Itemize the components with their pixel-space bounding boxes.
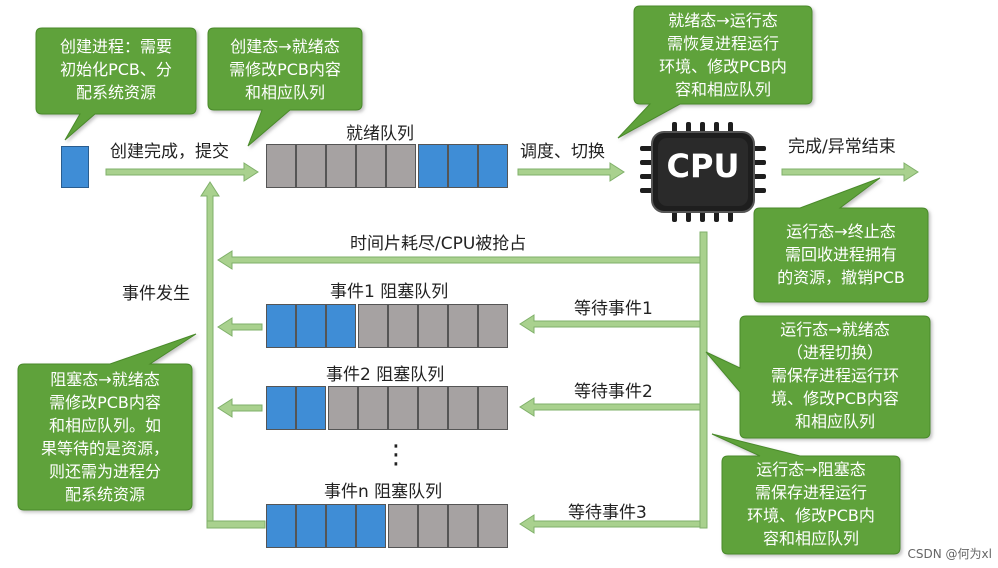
label-ready-queue: 就绪队列 — [346, 124, 414, 144]
queue-cell — [478, 144, 508, 188]
queue-cell — [296, 144, 326, 188]
cpu-label: CPU — [666, 147, 740, 185]
queue-cell — [448, 304, 478, 348]
label-wait3: 等待事件3 — [568, 503, 647, 523]
arrow-queue1-left — [217, 317, 263, 337]
callout-blocked-ready-bubble — [17, 333, 197, 511]
queue-cell — [418, 386, 448, 430]
queue-cell — [296, 504, 326, 548]
label-queuen: 事件n 阻塞队列 — [324, 482, 443, 502]
queue-cell — [388, 304, 418, 348]
blocked-queue-1 — [266, 304, 510, 348]
arrow-cpu-down-line — [699, 231, 708, 529]
arrow-wait2 — [519, 397, 701, 417]
cpu-chip-icon — [640, 122, 766, 222]
new-process-block — [61, 146, 89, 188]
queue-cell — [388, 386, 418, 430]
callout-create-ready-bubble — [207, 27, 363, 147]
arrow-preempt — [217, 250, 701, 270]
arrow-create-submit — [105, 162, 259, 182]
callout-running-ready-bubble — [705, 315, 931, 439]
queue-cell — [328, 386, 358, 430]
label-event-occurs: 事件发生 — [122, 284, 190, 304]
label-wait1: 等待事件1 — [574, 299, 653, 319]
callout-blocked-ready-text: 阻塞态→就绪态需修改PCB内容和相应队列。如果等待的是资源，则还需为进程分配系统… — [40, 370, 169, 504]
arrow-dispatch — [517, 162, 625, 182]
callout-running-ready-text: 运行态→就绪态（进程切换）需保存进程运行环境、修改PCB内容和相应队列 — [770, 320, 899, 431]
queue-cell — [448, 504, 478, 548]
ready-queue — [266, 144, 510, 188]
arrow-wait3 — [519, 514, 701, 534]
label-create-submit: 创建完成，提交 — [110, 142, 229, 162]
callout-running-terminated-bubble — [753, 177, 929, 303]
arrow-event-occurs — [200, 181, 220, 529]
label-wait2: 等待事件2 — [574, 382, 653, 402]
arrow-finish — [781, 162, 919, 182]
label-queue2: 事件2 阻塞队列 — [326, 365, 445, 385]
queue-cell — [266, 304, 296, 348]
ellipsis-more-queues: ⋮ — [383, 440, 409, 470]
callout-ready-running-bubble — [617, 5, 813, 139]
queue-cell — [478, 504, 508, 548]
queue-cell — [418, 504, 448, 548]
label-dispatch: 调度、切换 — [520, 142, 605, 162]
callout-create-ready-text: 创建态→就绪态需修改PCB内容和相应队列 — [229, 37, 341, 102]
label-preempt: 时间片耗尽/CPU被抢占 — [350, 234, 527, 254]
blocked-queue-2 — [266, 386, 510, 430]
queue-cell — [388, 504, 418, 548]
queue-cell — [296, 304, 326, 348]
blocked-queue-n — [266, 504, 510, 548]
queue-cell — [326, 504, 356, 548]
queue-cell — [418, 144, 448, 188]
queue-cell — [358, 386, 388, 430]
queue-cell — [448, 386, 478, 430]
queue-cell — [326, 144, 356, 188]
queue-cell — [326, 304, 356, 348]
queue-cell — [356, 144, 386, 188]
label-queue1: 事件1 阻塞队列 — [330, 282, 449, 302]
queue-cell — [418, 304, 448, 348]
arrow-queuen-return — [206, 520, 266, 529]
arrow-wait1 — [519, 314, 701, 334]
queue-cell — [356, 504, 386, 548]
queue-cell — [266, 386, 296, 430]
label-finish: 完成/异常结束 — [788, 137, 896, 157]
queue-cell — [296, 386, 326, 430]
callout-ready-running-text: 就绪态→运行态需恢复进程运行环境、修改PCB内容和相应队列 — [659, 11, 787, 99]
callout-create-text: 创建进程：需要初始化PCB、分配系统资源 — [59, 37, 172, 102]
queue-cell — [358, 304, 388, 348]
queue-cell — [478, 304, 508, 348]
callout-running-blocked-bubble — [711, 433, 901, 555]
queue-cell — [266, 144, 296, 188]
callout-running-blocked-text: 运行态→阻塞态需保存进程运行环境、修改PCB内容和相应队列 — [747, 460, 875, 548]
watermark: CSDN @何为xl — [907, 547, 992, 561]
queue-cell — [266, 504, 296, 548]
queue-cell — [478, 386, 508, 430]
queue-cell — [448, 144, 478, 188]
callout-running-terminated-text: 运行态→终止态需回收进程拥有的资源，撤销PCB — [777, 222, 905, 287]
callout-create-bubble — [35, 27, 197, 141]
arrow-queue2-left — [217, 398, 263, 418]
queue-cell — [386, 144, 416, 188]
